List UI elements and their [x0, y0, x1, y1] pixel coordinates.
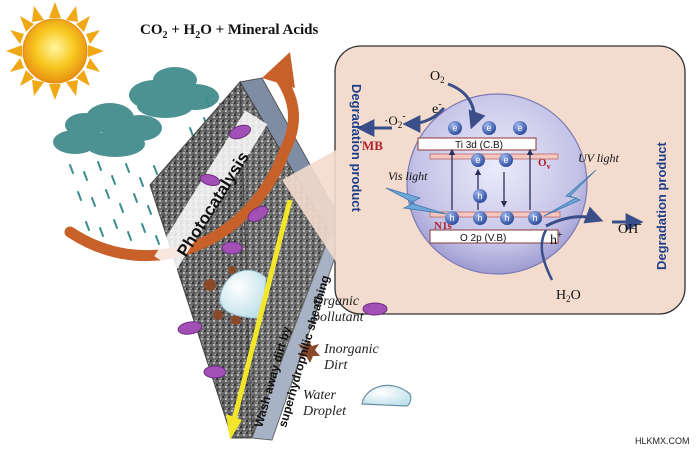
vacancy-level	[429, 153, 559, 160]
electron-label: e	[432, 102, 438, 117]
electron-glyph: e	[475, 155, 480, 165]
mb-label: MB	[362, 138, 383, 153]
watermark: HLKMX.COM	[635, 436, 690, 446]
svg-text:h+: h+	[550, 230, 563, 248]
reaction-arrows	[356, 82, 644, 281]
title-co2-sub: 2	[162, 30, 168, 41]
svg-text:·O2-: ·O2-	[384, 111, 406, 130]
water-droplet-legend-icon	[361, 384, 412, 407]
electron-glyph: e	[517, 123, 522, 133]
hole-glyph: h	[449, 213, 454, 223]
water-line-1: Water	[303, 388, 336, 403]
electron-glyph: e	[486, 123, 491, 133]
sun-icon	[6, 2, 104, 100]
h-plus-label: h	[550, 233, 557, 248]
organic-line-2: pollutant	[313, 310, 364, 325]
degradation-product-left: Degradation product	[349, 84, 364, 213]
o2-subscript: 2	[440, 75, 445, 85]
ti3d-label: Ti 3d	[455, 140, 477, 151]
cycle-arrow	[64, 52, 299, 261]
oh-minus: -	[638, 219, 641, 230]
water-line-2: Droplet	[303, 404, 347, 419]
h-plus-sign: +	[557, 230, 563, 241]
uv-light-bolt	[543, 169, 597, 217]
valence-band	[429, 229, 559, 244]
vb-label: (V.B)	[484, 233, 506, 244]
degradation-product-right: Degradation product	[654, 141, 669, 270]
o2p-label: O 2p	[460, 233, 482, 244]
inset-callout	[282, 150, 336, 262]
vis-light-label: Vis light	[388, 169, 428, 183]
water-droplet-label: Water Droplet	[303, 388, 346, 420]
inorganic-line-2: Dirt	[324, 358, 348, 373]
photocatalysis-banner	[154, 110, 268, 271]
svg-text:O2: O2	[430, 69, 445, 85]
n1s-level	[429, 211, 561, 218]
wash-arrow	[226, 199, 293, 440]
electron-minus: -	[438, 99, 441, 110]
organic-pollutant-legend-icon	[362, 302, 388, 316]
svg-text:OH-: OH-	[618, 219, 642, 237]
hole-glyph: h	[477, 213, 482, 223]
inorganic-line-1: Inorganic	[324, 342, 379, 357]
svg-text:Ti 3d (C.B): Ti 3d (C.B)	[455, 140, 503, 151]
vis-light-bolt	[385, 187, 447, 215]
organic-pollutant-label: Organic pollutant	[313, 294, 364, 326]
hole-glyph: h	[504, 213, 509, 223]
conduction-band	[417, 137, 537, 151]
inorganic-dirt-legend-icon	[298, 340, 320, 363]
hole-glyph: h	[532, 213, 537, 223]
reaction-title: CO2 + H2O + Mineral Acids	[140, 22, 318, 41]
electron-glyph: e	[503, 155, 508, 165]
water-droplet-on-surface	[219, 269, 267, 319]
ov-label: O	[538, 157, 547, 169]
title-rest: O + Mineral Acids	[200, 22, 319, 38]
h2o-label-o: O	[571, 288, 581, 303]
title-h2o-sub: 2	[195, 30, 201, 41]
electron-bubbles	[448, 121, 527, 167]
oh-label: OH	[618, 222, 638, 237]
svg-text:e-: e-	[432, 99, 442, 117]
svg-text:O 2p (V.B): O 2p (V.B)	[460, 233, 506, 244]
hole-glyph: h	[477, 191, 482, 201]
svg-text:Ov: Ov	[538, 157, 551, 171]
uv-light-label: UV light	[578, 151, 619, 165]
title-co: CO	[140, 22, 163, 38]
electron-glyph: e	[452, 123, 457, 133]
cb-label: (C.B)	[480, 140, 503, 151]
cloud-icon	[53, 67, 219, 157]
tio2-particle	[406, 93, 588, 275]
superoxide-subscript: 2	[398, 120, 403, 130]
hole-bubbles	[445, 189, 542, 225]
h2o-label: H	[556, 288, 566, 303]
organic-line-1: Organic	[313, 294, 360, 309]
o2-label: O	[430, 69, 440, 84]
superoxide-minus: -	[402, 111, 405, 122]
inorganic-dirt-label: Inorganic Dirt	[324, 342, 379, 374]
title-h: + H	[167, 22, 196, 38]
ov-subscript: v	[547, 162, 551, 171]
superoxide-label: ·O	[384, 113, 398, 128]
svg-text:H2O: H2O	[556, 288, 581, 304]
n1s-label: N1s	[434, 220, 452, 232]
h2o-subscript: 2	[566, 294, 571, 304]
organic-pollutant-particles	[177, 124, 269, 379]
